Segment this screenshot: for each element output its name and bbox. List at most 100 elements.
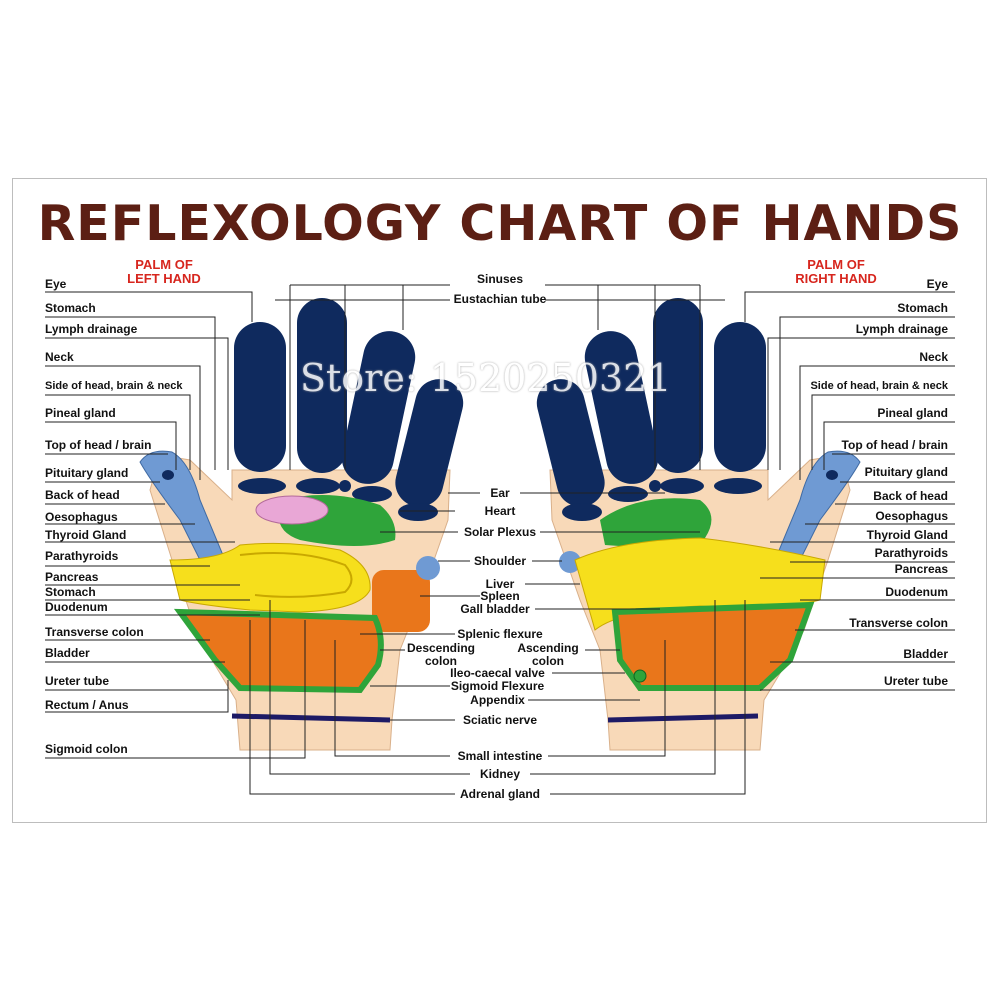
right-hand [536, 298, 861, 751]
left-pad-2 [296, 478, 340, 494]
left-shoulder-zone [416, 556, 440, 580]
store-watermark: Store: 1520250321 [300, 356, 672, 400]
left-spleen-zone [372, 570, 430, 632]
right-colon-zone [611, 601, 815, 691]
right-leader-lines [744, 291, 955, 691]
right-index-finger [536, 379, 605, 507]
label-ascending-colon: Ascending colon [517, 641, 579, 668]
center-leader-lines [249, 284, 746, 795]
left-label-thyroid: Thyroid Gland [45, 528, 127, 542]
right-heading-line-2: RIGHT HAND [795, 271, 877, 286]
right-label-eye: Eye [926, 277, 948, 291]
label-descending-colon: Descending colon [406, 641, 475, 668]
right-pad-4 [714, 478, 762, 494]
left-index-finger [395, 379, 464, 507]
left-label-ureter: Ureter tube [45, 674, 110, 688]
label-gall-bladder: Gall bladder [460, 602, 530, 616]
label-appendix: Appendix [470, 693, 525, 707]
right-solar-plexus-zone [600, 498, 712, 547]
label-sigmoid-flexure: Sigmoid Flexure [450, 679, 545, 693]
label-heart: Heart [484, 504, 516, 518]
left-ear-dot [339, 480, 351, 492]
label-ileo-caecal-valve: Ileo-caecal valve [450, 666, 545, 680]
label-sciatic-nerve: Sciatic nerve [462, 713, 538, 727]
left-hand-heading: PALM OF LEFT HAND [104, 258, 224, 286]
right-pad-3 [660, 478, 704, 494]
left-label-lymph: Lymph drainage [45, 322, 138, 336]
right-label-side-head: Side of head, brain & neck [810, 380, 948, 392]
left-middle-finger [341, 331, 416, 484]
left-heading-line-1: PALM OF [135, 257, 193, 272]
left-label-side-head: Side of head, brain & neck [45, 380, 183, 392]
label-solar-plexus: Solar Plexus [463, 525, 537, 539]
right-label-stomach: Stomach [897, 301, 948, 315]
right-shoulder-zone [559, 551, 581, 573]
right-hand-heading: PALM OF RIGHT HAND [776, 258, 896, 286]
right-label-parathyroids: Parathyroids [874, 546, 948, 560]
label-ear: Ear [490, 486, 510, 500]
left-label-back-head: Back of head [45, 488, 120, 502]
right-sciatic-nerve [607, 713, 759, 723]
left-label-duodenum: Duodenum [45, 600, 108, 614]
left-label-oesophagus: Oesophagus [45, 510, 118, 524]
right-middle-finger [584, 331, 659, 484]
right-label-bladder: Bladder [903, 647, 948, 661]
right-ear-dot [649, 480, 661, 492]
left-thumb-pineal [162, 470, 174, 480]
left-label-eye: Eye [45, 277, 67, 291]
left-label-rectum: Rectum / Anus [45, 698, 129, 712]
right-label-lymph: Lymph drainage [855, 322, 948, 336]
left-label-neck: Neck [45, 350, 74, 364]
left-label-stomach: Stomach [45, 301, 96, 315]
right-appendix-dot [633, 669, 647, 683]
left-label-stomach-2: Stomach [45, 585, 96, 599]
left-pancreas-loop [239, 551, 353, 598]
left-ring-finger [297, 298, 347, 473]
right-label-oesophagus: Oesophagus [875, 509, 948, 523]
left-leader-lines [45, 291, 306, 759]
left-sciatic-nerve [231, 713, 391, 723]
right-thumb-pineal [826, 470, 838, 480]
right-ring-finger [653, 298, 703, 473]
left-label-pancreas: Pancreas [45, 570, 99, 584]
right-label-pituitary: Pituitary gland [864, 465, 948, 479]
left-label-pineal: Pineal gland [45, 406, 116, 420]
right-label-thyroid: Thyroid Gland [866, 528, 948, 542]
left-heading-line-2: LEFT HAND [127, 271, 201, 286]
right-label-duodenum: Duodenum [885, 585, 948, 599]
left-label-sigmoid-colon: Sigmoid colon [45, 742, 128, 756]
left-little-finger [234, 322, 286, 472]
right-label-neck: Neck [919, 350, 948, 364]
right-label-top-head: Top of head / brain [841, 438, 948, 452]
right-label-pineal: Pineal gland [877, 406, 948, 420]
left-pad-3 [352, 486, 392, 502]
left-pad-1 [238, 478, 286, 494]
label-adrenal-gland: Adrenal gland [459, 787, 540, 801]
left-pad-4 [398, 503, 438, 521]
right-label-pancreas: Pancreas [894, 562, 948, 576]
left-label-parathyroids: Parathyroids [45, 549, 119, 563]
right-label-transverse-colon: Transverse colon [849, 616, 948, 630]
left-thumb [139, 450, 226, 571]
left-heart-zone [255, 495, 329, 525]
right-little-finger [714, 322, 766, 472]
label-shoulder: Shoulder [473, 554, 526, 568]
left-label-pituitary: Pituitary gland [45, 466, 129, 480]
left-colon-zone [173, 608, 384, 694]
left-label-bladder: Bladder [45, 646, 90, 660]
label-small-intestine: Small intestine [457, 749, 543, 763]
label-kidney: Kidney [479, 767, 520, 781]
label-spleen: Spleen [480, 589, 520, 603]
right-heading-line-1: PALM OF [807, 257, 865, 272]
right-label-back-head: Back of head [873, 489, 948, 503]
right-label-ureter: Ureter tube [883, 674, 948, 688]
page-title: REFLEXOLOGY CHART OF HANDS [37, 195, 963, 252]
left-label-transverse-colon: Transverse colon [45, 625, 144, 639]
left-label-top-head: Top of head / brain [45, 438, 152, 452]
label-eustachian-tube: Eustachian tube [453, 292, 547, 306]
label-splenic-flexure: Splenic flexure [457, 627, 543, 641]
right-pad-1 [562, 503, 602, 521]
label-liver: Liver [485, 577, 515, 591]
label-sinuses: Sinuses [476, 272, 524, 286]
